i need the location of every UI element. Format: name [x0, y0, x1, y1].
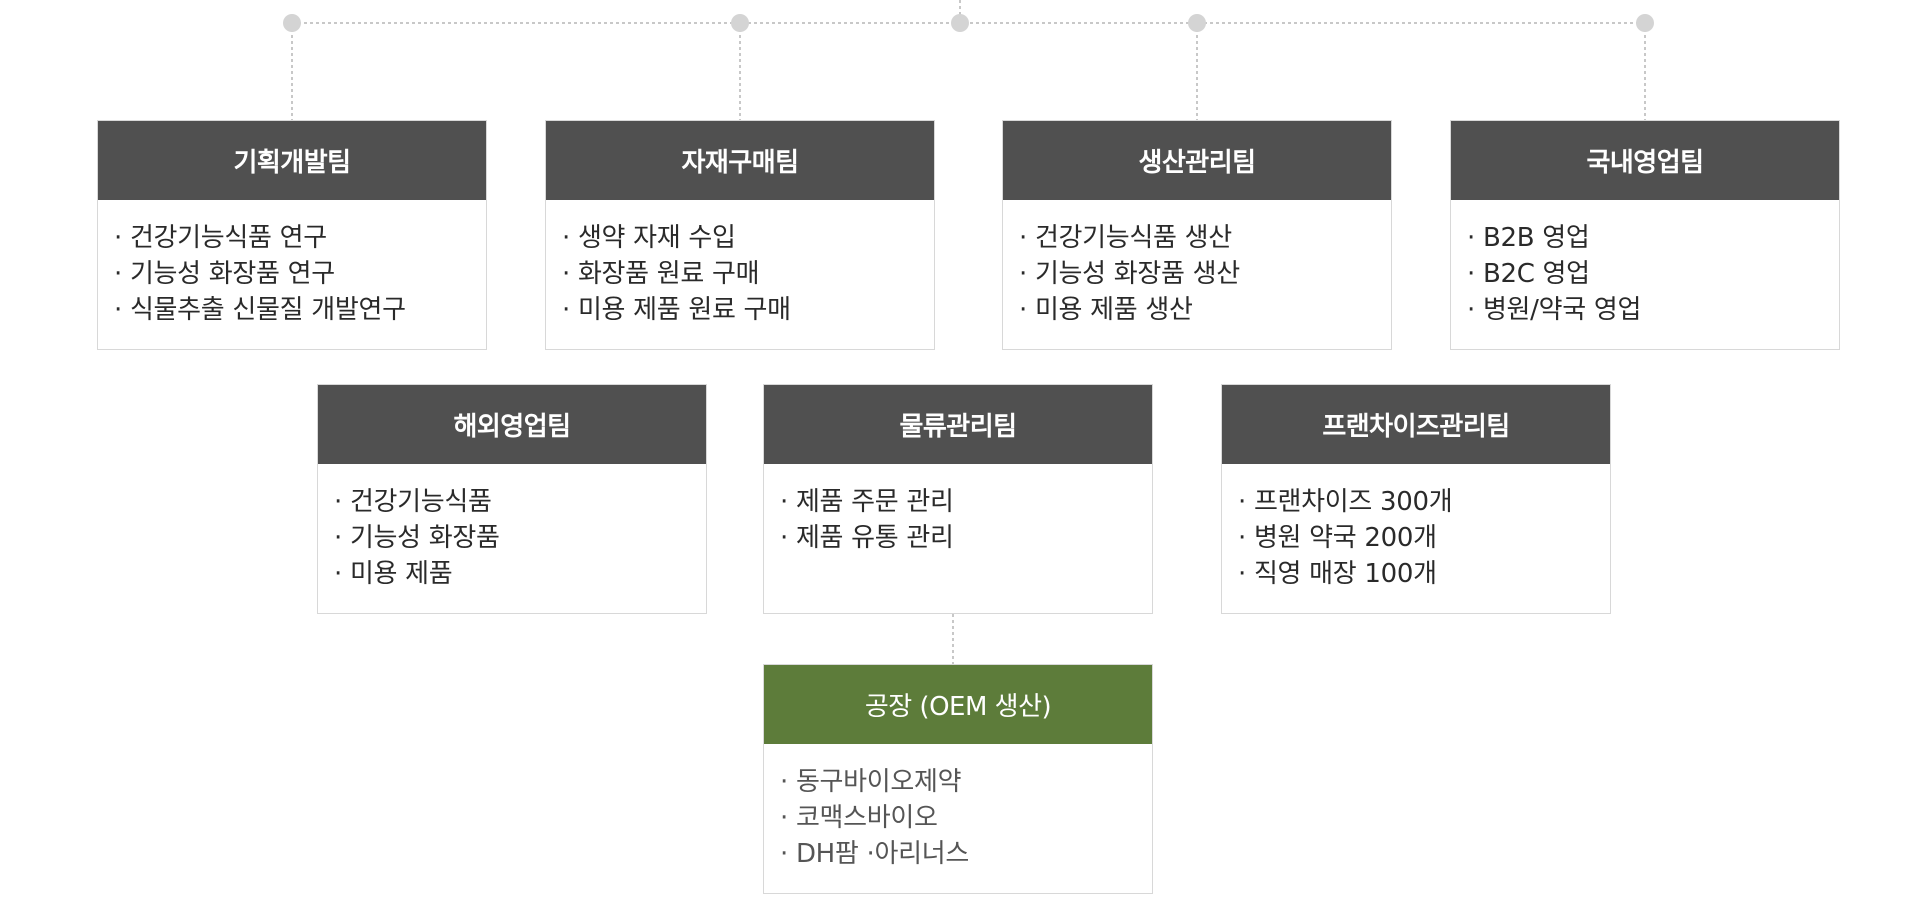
team-box-factory: 공장 (OEM 생산) 동구바이오제약 코맥스바이오 DH팜 ·아리너스 [763, 664, 1153, 894]
team-item: 병원 약국 200개 [1238, 520, 1610, 556]
team-item: 건강기능식품 [334, 484, 706, 520]
connector-node [951, 14, 969, 32]
team-item: 제품 주문 관리 [780, 484, 1152, 520]
team-item: 건강기능식품 생산 [1019, 220, 1391, 256]
factory-title: 공장 (OEM 생산) [764, 665, 1152, 744]
team-item: B2B 영업 [1467, 220, 1839, 256]
team-item: B2C 영업 [1467, 256, 1839, 292]
team-item-list: 건강기능식품 기능성 화장품 미용 제품 [318, 464, 706, 592]
team-item: 미용 제품 생산 [1019, 292, 1391, 328]
team-title: 자재구매팀 [546, 121, 934, 200]
factory-item: 코맥스바이오 [780, 800, 1152, 836]
team-item-list: 생약 자재 수입 화장품 원료 구매 미용 제품 원료 구매 [546, 200, 934, 328]
team-box-purchasing: 자재구매팀 생약 자재 수입 화장품 원료 구매 미용 제품 원료 구매 [545, 120, 935, 350]
team-item: 병원/약국 영업 [1467, 292, 1839, 328]
team-box-production: 생산관리팀 건강기능식품 생산 기능성 화장품 생산 미용 제품 생산 [1002, 120, 1392, 350]
team-box-logistics: 물류관리팀 제품 주문 관리 제품 유통 관리 [763, 384, 1153, 614]
team-item-list: 제품 주문 관리 제품 유통 관리 [764, 464, 1152, 556]
team-title: 생산관리팀 [1003, 121, 1391, 200]
team-title: 프랜차이즈관리팀 [1222, 385, 1610, 464]
team-item: 미용 제품 원료 구매 [562, 292, 934, 328]
team-item: 제품 유통 관리 [780, 520, 1152, 556]
team-item: 기능성 화장품 연구 [114, 256, 486, 292]
team-title: 물류관리팀 [764, 385, 1152, 464]
team-item: 화장품 원료 구매 [562, 256, 934, 292]
team-title: 기획개발팀 [98, 121, 486, 200]
team-title: 국내영업팀 [1451, 121, 1839, 200]
team-item: 식물추출 신물질 개발연구 [114, 292, 486, 328]
team-box-planning: 기획개발팀 건강기능식품 연구 기능성 화장품 연구 식물추출 신물질 개발연구 [97, 120, 487, 350]
factory-item: DH팜 ·아리너스 [780, 836, 1152, 872]
team-box-overseas-sales: 해외영업팀 건강기능식품 기능성 화장품 미용 제품 [317, 384, 707, 614]
factory-item-list: 동구바이오제약 코맥스바이오 DH팜 ·아리너스 [764, 744, 1152, 872]
connector-node [283, 14, 301, 32]
team-item: 건강기능식품 연구 [114, 220, 486, 256]
team-item-list: 건강기능식품 생산 기능성 화장품 생산 미용 제품 생산 [1003, 200, 1391, 328]
team-item: 프랜차이즈 300개 [1238, 484, 1610, 520]
team-box-franchise: 프랜차이즈관리팀 프랜차이즈 300개 병원 약국 200개 직영 매장 100… [1221, 384, 1611, 614]
connector-node [1636, 14, 1654, 32]
team-item: 기능성 화장품 생산 [1019, 256, 1391, 292]
factory-item: 동구바이오제약 [780, 764, 1152, 800]
team-item-list: B2B 영업 B2C 영업 병원/약국 영업 [1451, 200, 1839, 328]
team-item-list: 프랜차이즈 300개 병원 약국 200개 직영 매장 100개 [1222, 464, 1610, 592]
team-item: 기능성 화장품 [334, 520, 706, 556]
connector-node [731, 14, 749, 32]
team-item-list: 건강기능식품 연구 기능성 화장품 연구 식물추출 신물질 개발연구 [98, 200, 486, 328]
team-box-domestic-sales: 국내영업팀 B2B 영업 B2C 영업 병원/약국 영업 [1450, 120, 1840, 350]
team-item: 직영 매장 100개 [1238, 556, 1610, 592]
team-item: 미용 제품 [334, 556, 706, 592]
team-title: 해외영업팀 [318, 385, 706, 464]
team-item: 생약 자재 수입 [562, 220, 934, 256]
connector-node [1188, 14, 1206, 32]
